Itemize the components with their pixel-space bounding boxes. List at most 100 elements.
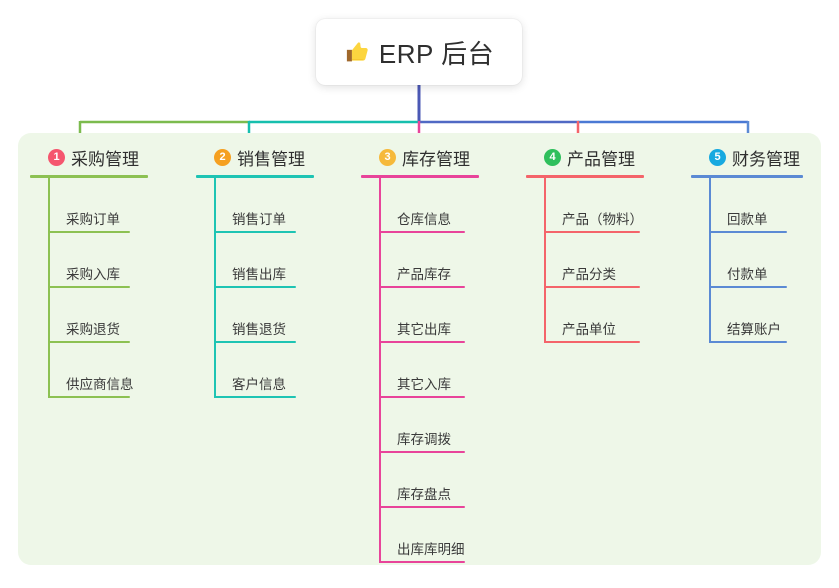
leaf-item-label: 产品库存 bbox=[397, 266, 451, 282]
branch-title: 产品管理 bbox=[567, 149, 635, 169]
leaf-item[interactable]: 付款单 bbox=[709, 233, 821, 288]
leaf-item[interactable]: 回款单 bbox=[709, 178, 821, 233]
branch-title: 采购管理 bbox=[71, 149, 139, 169]
branch-header-3[interactable]: 3 库存管理 bbox=[361, 146, 519, 169]
leaf-item[interactable]: 结算账户 bbox=[709, 288, 821, 343]
leaf-item-underline bbox=[48, 396, 130, 398]
branch-spine bbox=[379, 178, 381, 563]
leaf-item-label: 结算账户 bbox=[727, 321, 781, 337]
leaf-item[interactable]: 销售订单 bbox=[214, 178, 354, 233]
branch-items: 仓库信息产品库存其它出库其它入库库存调拨库存盘点出库库明细 bbox=[379, 178, 519, 563]
leaf-item-underline bbox=[544, 231, 640, 233]
leaf-item-label: 回款单 bbox=[727, 211, 768, 227]
leaf-item-label: 客户信息 bbox=[232, 376, 286, 392]
leaf-item[interactable]: 销售出库 bbox=[214, 233, 354, 288]
branch-column-3: 3 库存管理仓库信息产品库存其它出库其它入库库存调拨库存盘点出库库明细 bbox=[361, 146, 519, 563]
leaf-item[interactable]: 采购退货 bbox=[48, 288, 188, 343]
branch-number-badge: 3 bbox=[379, 148, 396, 166]
leaf-item[interactable]: 销售退货 bbox=[214, 288, 354, 343]
leaf-item-label: 供应商信息 bbox=[66, 376, 134, 392]
branch-header-1[interactable]: 1 采购管理 bbox=[30, 146, 188, 169]
branch-underline bbox=[691, 175, 803, 178]
leaf-item[interactable]: 供应商信息 bbox=[48, 343, 188, 398]
branch-spine bbox=[214, 178, 216, 398]
leaf-item-underline bbox=[379, 561, 465, 563]
leaf-item-underline bbox=[379, 231, 465, 233]
leaf-item-label: 采购退货 bbox=[66, 321, 120, 337]
leaf-item-label: 其它入库 bbox=[397, 376, 451, 392]
leaf-item[interactable]: 客户信息 bbox=[214, 343, 354, 398]
leaf-item[interactable]: 库存调拨 bbox=[379, 398, 519, 453]
leaf-item[interactable]: 库存盘点 bbox=[379, 453, 519, 508]
leaf-item-label: 其它出库 bbox=[397, 321, 451, 337]
leaf-item-label: 仓库信息 bbox=[397, 211, 451, 227]
leaf-item-underline bbox=[379, 506, 465, 508]
branch-underline bbox=[526, 175, 644, 178]
leaf-item-label: 产品分类 bbox=[562, 266, 616, 282]
leaf-item-underline bbox=[379, 341, 465, 343]
leaf-item-label: 付款单 bbox=[727, 266, 768, 282]
leaf-item[interactable]: 仓库信息 bbox=[379, 178, 519, 233]
leaf-item-underline bbox=[709, 286, 787, 288]
leaf-item-underline bbox=[214, 286, 296, 288]
root-node-card[interactable]: ERP 后台 bbox=[316, 19, 522, 85]
leaf-item-underline bbox=[214, 231, 296, 233]
branch-header-4[interactable]: 4 产品管理 bbox=[526, 146, 684, 169]
leaf-item[interactable]: 其它出库 bbox=[379, 288, 519, 343]
branch-underline bbox=[361, 175, 479, 178]
root-node-title: ERP 后台 bbox=[378, 38, 495, 69]
leaf-item[interactable]: 出库库明细 bbox=[379, 508, 519, 563]
branch-title: 财务管理 bbox=[732, 149, 800, 169]
leaf-item-underline bbox=[379, 451, 465, 453]
branch-header-5[interactable]: 5 财务管理 bbox=[691, 146, 821, 169]
diagram-panel bbox=[18, 133, 821, 565]
leaf-item[interactable]: 产品单位 bbox=[544, 288, 684, 343]
branch-underline bbox=[30, 175, 148, 178]
branch-title: 销售管理 bbox=[237, 149, 305, 169]
leaf-item-underline bbox=[214, 396, 296, 398]
leaf-item-underline bbox=[48, 286, 130, 288]
branch-column-1: 1 采购管理采购订单采购入库采购退货供应商信息 bbox=[30, 146, 188, 398]
leaf-item[interactable]: 其它入库 bbox=[379, 343, 519, 398]
leaf-item-underline bbox=[709, 231, 787, 233]
branch-spine bbox=[709, 178, 711, 343]
leaf-item[interactable]: 产品库存 bbox=[379, 233, 519, 288]
branch-items: 销售订单销售出库销售退货客户信息 bbox=[214, 178, 354, 398]
leaf-item-underline bbox=[214, 341, 296, 343]
branch-spine bbox=[48, 178, 50, 398]
leaf-item[interactable]: 产品（物料） bbox=[544, 178, 684, 233]
branch-spine bbox=[544, 178, 546, 343]
leaf-item[interactable]: 采购订单 bbox=[48, 178, 188, 233]
leaf-item-underline bbox=[48, 341, 130, 343]
branch-items: 回款单付款单结算账户 bbox=[709, 178, 821, 343]
leaf-item-label: 库存调拨 bbox=[397, 431, 451, 447]
thumbs-up-icon bbox=[344, 39, 370, 65]
leaf-item-label: 销售出库 bbox=[232, 266, 286, 282]
branch-column-4: 4 产品管理产品（物料） 产品分类产品单位 bbox=[526, 146, 684, 343]
leaf-item-underline bbox=[709, 341, 787, 343]
leaf-item-label: 销售退货 bbox=[232, 321, 286, 337]
branch-number-badge: 5 bbox=[709, 148, 726, 166]
leaf-item-underline bbox=[544, 341, 640, 343]
leaf-item-label: 库存盘点 bbox=[397, 486, 451, 502]
leaf-item[interactable]: 采购入库 bbox=[48, 233, 188, 288]
leaf-item-underline bbox=[379, 286, 465, 288]
branch-number-badge: 4 bbox=[544, 148, 561, 166]
leaf-item-underline bbox=[48, 231, 130, 233]
branch-items: 产品（物料） 产品分类产品单位 bbox=[544, 178, 684, 343]
leaf-item-label: 采购订单 bbox=[66, 211, 120, 227]
leaf-item-underline bbox=[544, 286, 640, 288]
leaf-item-underline bbox=[379, 396, 465, 398]
branch-underline bbox=[196, 175, 314, 178]
leaf-item-label: 产品单位 bbox=[562, 321, 616, 337]
leaf-item-label: 采购入库 bbox=[66, 266, 120, 282]
leaf-item-label: 出库库明细 bbox=[397, 541, 465, 557]
leaf-item-label: 产品（物料） bbox=[562, 211, 643, 227]
leaf-item[interactable]: 产品分类 bbox=[544, 233, 684, 288]
branch-number-badge: 1 bbox=[48, 148, 65, 166]
branch-items: 采购订单采购入库采购退货供应商信息 bbox=[48, 178, 188, 398]
branch-title: 库存管理 bbox=[402, 149, 470, 169]
leaf-item-label: 销售订单 bbox=[232, 211, 286, 227]
